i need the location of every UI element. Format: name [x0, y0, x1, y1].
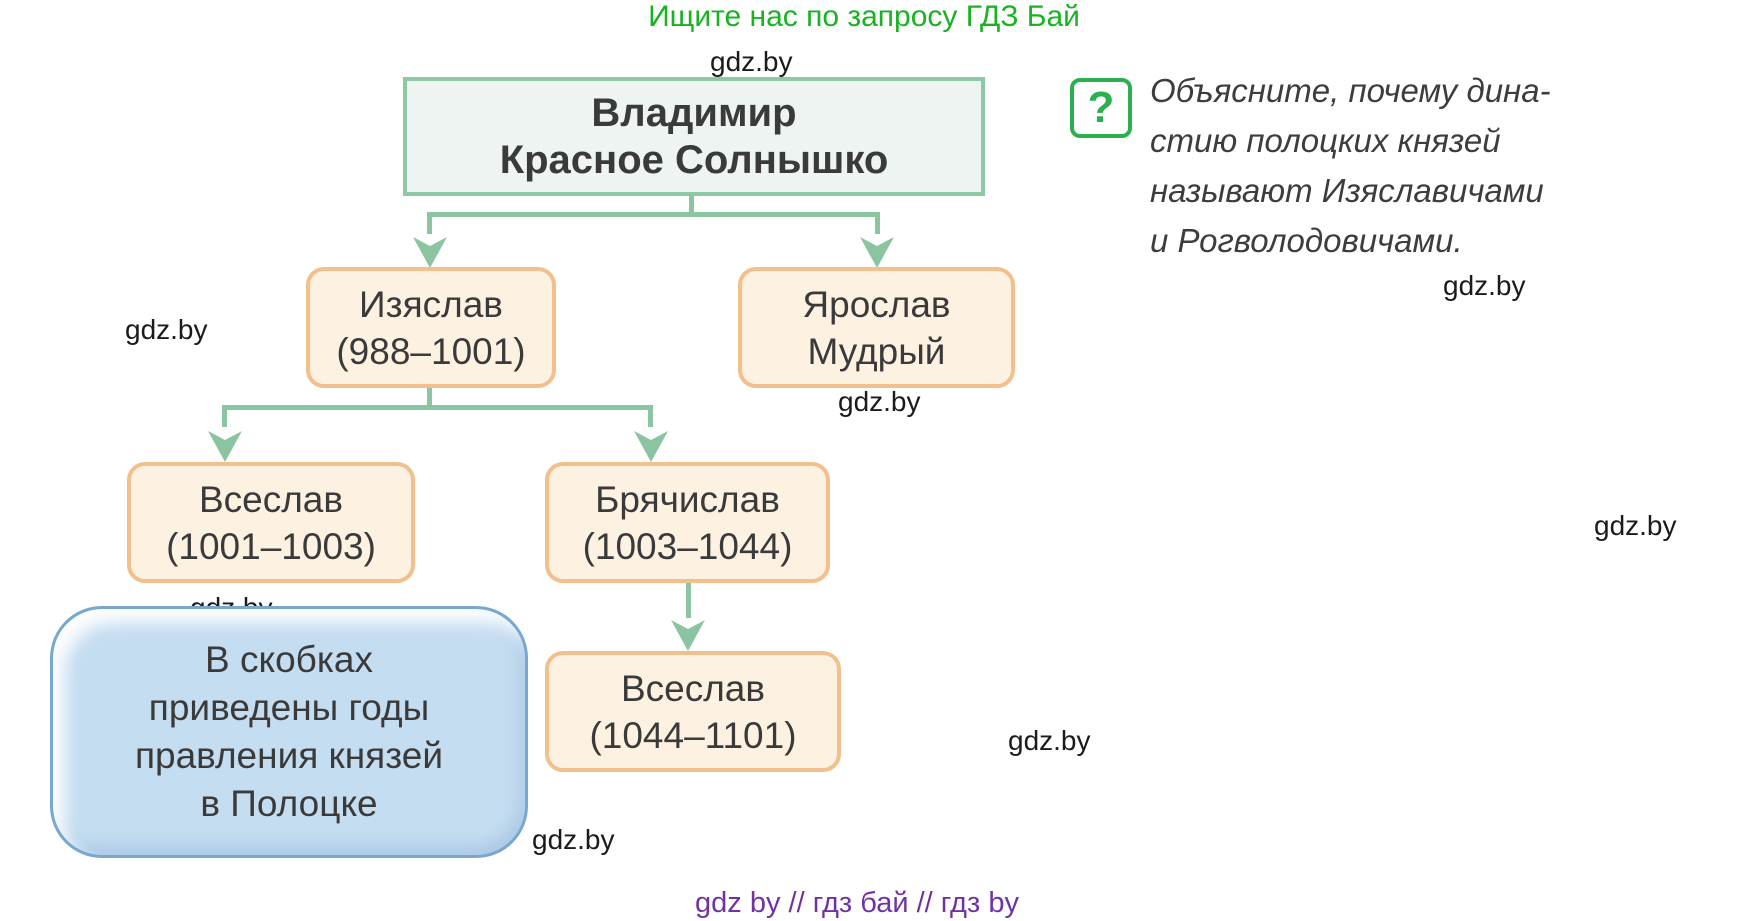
vseslav-2-box: Всеслав (1044–1101): [545, 651, 841, 772]
connector-line: [222, 405, 653, 410]
note-box: В скобках приведены годы правления князе…: [50, 606, 528, 858]
note-line: правления князей: [134, 735, 444, 776]
watermark: gdz.by: [1008, 725, 1091, 756]
izyaslav-box: Изяслав (988–1001): [306, 267, 556, 388]
question-text-line: называют Изяславичами: [1150, 172, 1544, 209]
yaroslav-box: Ярослав Мудрый: [738, 267, 1015, 388]
vseslav-2-years: (1044–1101): [589, 714, 797, 756]
watermark: gdz.by: [125, 314, 208, 345]
connector-line: [427, 212, 432, 234]
vseslav-1-box: Всеслав (1001–1003): [127, 462, 415, 583]
arrow-down-icon: [671, 620, 705, 651]
arrow-down-icon: [634, 431, 668, 462]
izyaslav-years: (988–1001): [336, 330, 526, 372]
question-mark-icon: ?: [1070, 78, 1132, 138]
watermark: gdz.by: [1443, 270, 1526, 301]
vseslav-1-years: (1001–1003): [166, 525, 376, 567]
bryachislav-box: Брячислав (1003–1044): [545, 462, 830, 583]
vladimir-box: Владимир Красное Солнышко: [403, 77, 985, 196]
question-text-line: Объясните, почему дина-: [1150, 72, 1551, 109]
question-mark-glyph: ?: [1087, 83, 1115, 132]
connector-line: [648, 405, 653, 427]
arrow-down-icon: [208, 431, 242, 462]
watermark: gdz.by: [1594, 510, 1677, 541]
footer-search-terms: gdz by // гдз бай // гдз by: [695, 887, 1019, 919]
arrow-down-icon: [413, 237, 447, 268]
watermark: gdz.by: [710, 46, 793, 77]
connector-line: [875, 212, 880, 234]
note-line: приведены годы: [148, 687, 430, 728]
promo-banner: Ищите нас по запросу ГДЗ Бай: [648, 0, 1080, 33]
yaroslav-name-line2: Мудрый: [807, 330, 946, 372]
connector-line: [689, 195, 694, 215]
question-text: Объясните, почему дина- стию полоцких кн…: [1150, 66, 1551, 266]
bryachislav-years: (1003–1044): [582, 525, 793, 567]
note-line: В скобках: [205, 639, 373, 680]
connector-line: [222, 405, 227, 427]
vladimir-name-line1: Владимир: [591, 90, 797, 135]
watermark: gdz.by: [838, 386, 921, 417]
vseslav-1-name: Всеслав: [198, 478, 344, 520]
note-line: в Полоцке: [200, 783, 378, 824]
izyaslav-name: Изяслав: [359, 283, 503, 325]
arrow-down-icon: [860, 237, 894, 268]
watermark: gdz.by: [532, 824, 615, 855]
connector-line: [427, 388, 432, 408]
connector-line: [686, 583, 691, 618]
bryachislav-name: Брячислав: [595, 478, 780, 520]
yaroslav-name-line1: Ярослав: [802, 283, 951, 325]
connector-line: [427, 212, 880, 217]
question-text-line: и Рогволодовичами.: [1150, 222, 1463, 259]
question-text-line: стию полоцких князей: [1150, 122, 1501, 159]
vladimir-name-line2: Красное Солнышко: [499, 137, 889, 182]
vseslav-2-name: Всеслав: [620, 667, 766, 709]
